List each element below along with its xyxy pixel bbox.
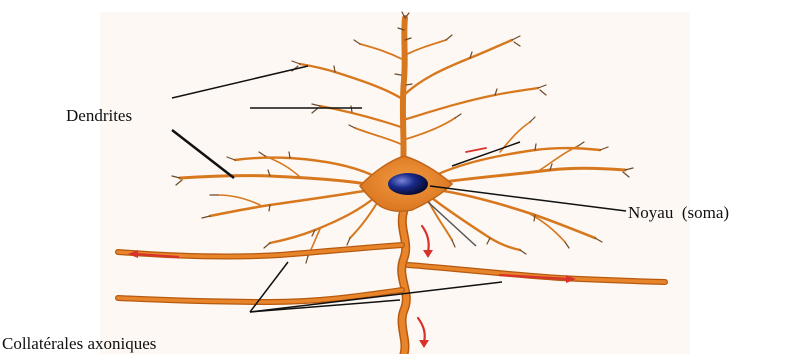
- noyau-soma-label: Noyau (soma): [628, 204, 729, 221]
- dendrites-label: Dendrites: [66, 107, 132, 124]
- nucleus-icon: [388, 173, 428, 195]
- collaterales-axoniques-label: Collatérales axoniques: [2, 335, 156, 352]
